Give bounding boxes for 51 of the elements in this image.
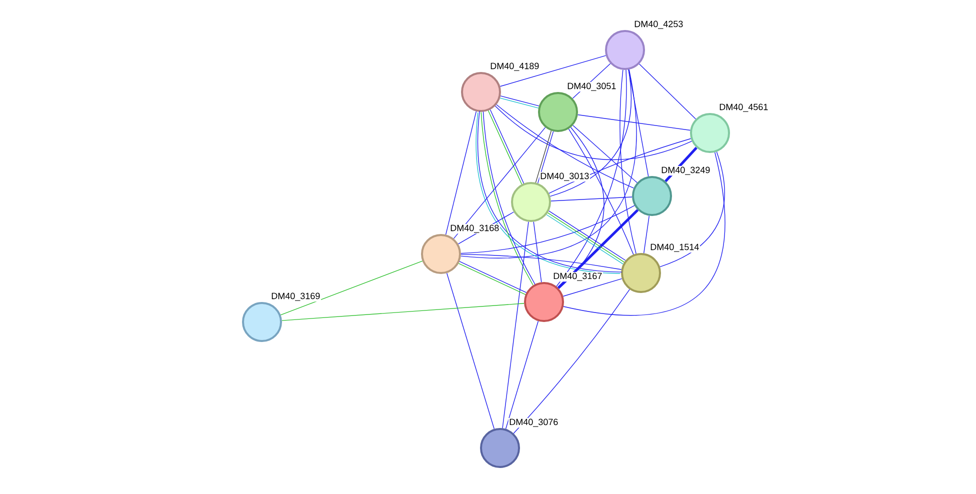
interaction-line: [660, 152, 725, 268]
interaction-line: [460, 205, 635, 254]
protein-node: [621, 253, 661, 293]
interaction-line: [563, 152, 726, 316]
interaction-line: [446, 272, 495, 430]
protein-node: [538, 92, 578, 132]
node-label: DM40_3051: [566, 82, 617, 92]
protein-node: [461, 72, 501, 112]
interaction-line: [620, 70, 636, 254]
interaction-line: [643, 215, 650, 254]
protein-node: [605, 30, 645, 70]
interaction-line: [460, 254, 622, 270]
protein-node: [242, 302, 282, 342]
node-label: DM40_1514: [649, 242, 700, 253]
interaction-line: [568, 128, 634, 255]
interaction-line: [550, 196, 632, 202]
node-label: DM40_4189: [489, 62, 540, 72]
protein-node: [632, 176, 672, 216]
node-label: DM40_3076: [508, 418, 559, 428]
interaction-line: [460, 69, 637, 258]
protein-node: [511, 182, 551, 222]
interaction-line: [577, 114, 691, 131]
node-label: DM40_3168: [449, 224, 500, 234]
interaction-line: [562, 278, 622, 297]
interaction-line: [502, 221, 529, 428]
interaction-line: [638, 64, 696, 120]
interaction-line: [556, 70, 627, 287]
interaction-line: [453, 127, 546, 239]
interaction-line: [572, 124, 638, 184]
node-label: DM40_4253: [633, 20, 684, 30]
node-label: DM40_3169: [270, 292, 321, 302]
interaction-line: [494, 106, 692, 160]
node-label: DM40_3013: [539, 172, 590, 182]
interaction-line: [557, 209, 639, 289]
interaction-line: [282, 303, 524, 321]
protein-node: [690, 113, 730, 153]
interaction-line: [496, 104, 634, 188]
protein-node: [421, 234, 461, 274]
node-label: DM40_3249: [660, 166, 711, 176]
interaction-line: [550, 69, 632, 197]
node-label: DM40_3167: [552, 272, 603, 282]
interaction-line: [445, 111, 477, 235]
protein-node: [524, 282, 564, 322]
protein-node: [480, 428, 520, 468]
interaction-line: [513, 289, 630, 434]
node-label: DM40_4561: [718, 102, 769, 113]
interaction-line: [280, 260, 423, 316]
interaction-line: [500, 55, 606, 87]
interaction-line: [533, 221, 542, 283]
interaction-line: [548, 138, 692, 194]
interaction-line: [505, 320, 539, 430]
